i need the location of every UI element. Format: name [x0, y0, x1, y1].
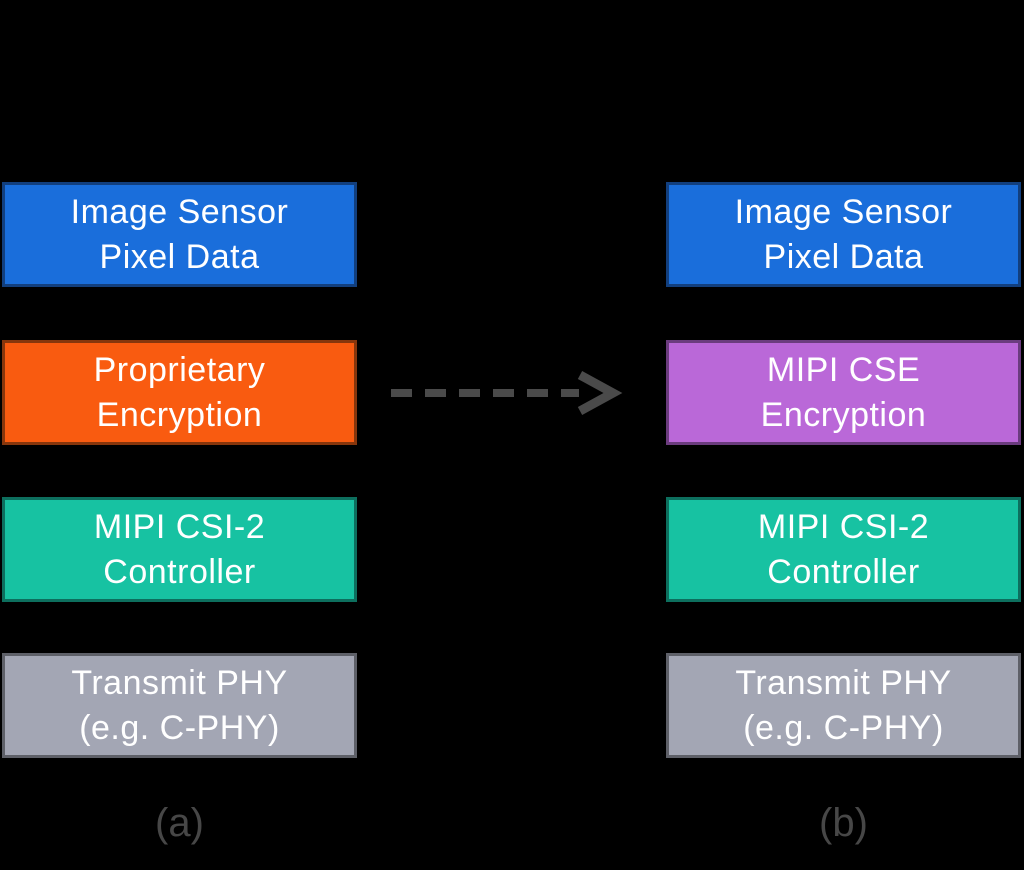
- block-mipi-cse-encryption-b: MIPI CSE Encryption: [666, 340, 1021, 445]
- block-label-line2: Pixel Data: [99, 237, 260, 276]
- block-label-line1: Transmit PHY: [735, 663, 952, 702]
- block-label-line2: (e.g. C-PHY): [79, 708, 280, 747]
- block-label-line1: MIPI CSI-2: [93, 507, 266, 546]
- caption-b: (b): [819, 801, 868, 845]
- block-label-line2: Encryption: [96, 395, 263, 434]
- block-label-line1: Image Sensor: [734, 192, 953, 231]
- block-mipi-csi2-controller-a: MIPI CSI-2 Controller: [2, 497, 357, 602]
- block-label-line1: MIPI CSE: [766, 350, 921, 389]
- block-transmit-phy-b: Transmit PHY (e.g. C-PHY): [666, 653, 1021, 758]
- block-label-line1: MIPI CSI-2: [757, 507, 930, 546]
- caption-a: (a): [155, 801, 204, 845]
- block-label-line2: Controller: [767, 552, 920, 591]
- block-image-sensor-pixel-data-a: Image Sensor Pixel Data: [2, 182, 357, 287]
- block-transmit-phy-a: Transmit PHY (e.g. C-PHY): [2, 653, 357, 758]
- block-label-line2: (e.g. C-PHY): [743, 708, 944, 747]
- block-label-line2: Controller: [103, 552, 256, 591]
- block-label-line1: Image Sensor: [70, 192, 289, 231]
- block-mipi-csi2-controller-b: MIPI CSI-2 Controller: [666, 497, 1021, 602]
- block-image-sensor-pixel-data-b: Image Sensor Pixel Data: [666, 182, 1021, 287]
- dashed-arrow-icon: [391, 371, 623, 415]
- block-label-line1: Transmit PHY: [71, 663, 288, 702]
- block-label-line1: Proprietary: [93, 350, 266, 389]
- dashed-arrow-head: [577, 371, 623, 415]
- block-label-line2: Pixel Data: [763, 237, 924, 276]
- block-label-line2: Encryption: [760, 395, 927, 434]
- block-proprietary-encryption-a: Proprietary Encryption: [2, 340, 357, 445]
